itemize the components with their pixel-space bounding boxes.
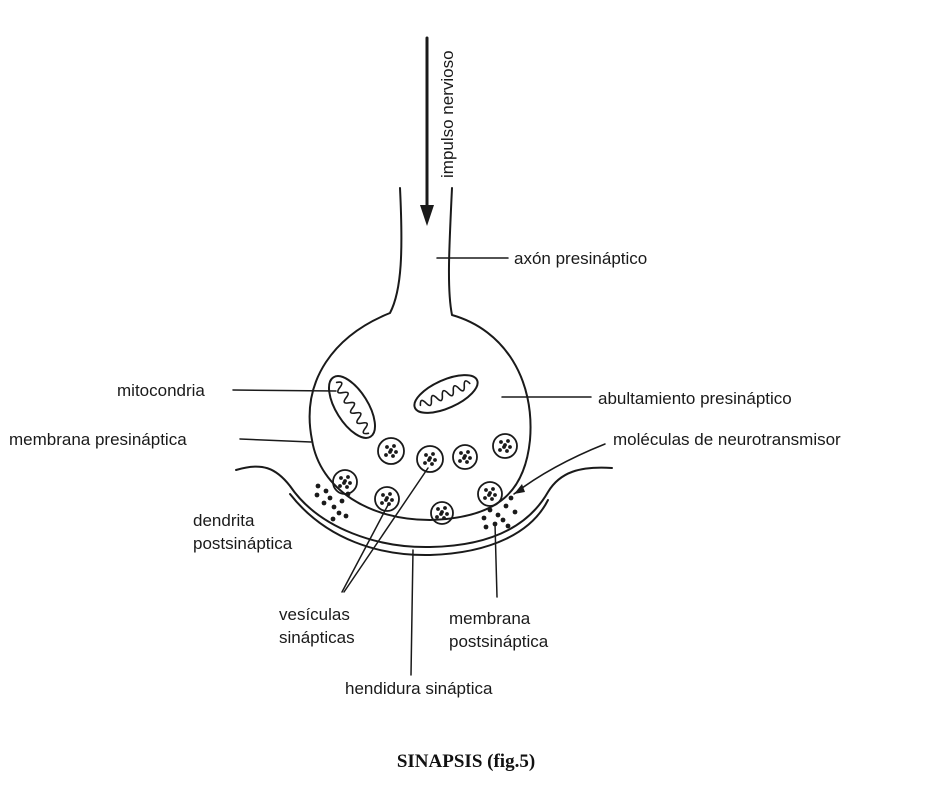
label-mitocondria: mitocondria — [117, 381, 205, 400]
neurotransmitter-molecule — [508, 495, 514, 501]
leader-vesiculas-a — [341, 504, 389, 593]
neurotransmitter-molecule — [330, 516, 336, 522]
label-impulso-nervioso: impulso nervioso — [438, 50, 457, 178]
neurotransmitter-molecule — [314, 492, 320, 498]
leader-vesiculas-b — [343, 467, 429, 593]
leader-membrana-pre — [239, 438, 312, 443]
neurotransmitter-molecule — [503, 503, 509, 509]
neurotransmitter-molecule — [339, 498, 345, 504]
label-dendrita: dendrita — [193, 511, 255, 530]
neurotransmitter-molecule — [500, 517, 506, 523]
leader-hendidura — [410, 549, 414, 676]
label-membrana-postsinaptica: postsináptica — [449, 632, 549, 651]
label-dendrita-postsinaptica: postsináptica — [193, 534, 293, 553]
synaptic-vesicle — [492, 433, 518, 459]
synaptic-vesicle — [452, 444, 478, 470]
synaptic-vesicle — [332, 469, 358, 495]
synaptic-vesicle — [374, 486, 400, 512]
leader-moleculas-arrowhead — [514, 484, 525, 494]
mitochondrion-left — [328, 375, 376, 439]
neurotransmitter-molecule — [315, 483, 321, 489]
figure-caption: SINAPSIS (fig.5) — [397, 751, 535, 772]
neurotransmitter-molecule — [487, 507, 493, 513]
neurotransmitter-molecule — [323, 488, 329, 494]
label-vesiculas: vesículas — [279, 605, 350, 624]
label-moleculas-neurotransmisor: moléculas de neurotransmisor — [613, 430, 841, 449]
neurotransmitter-molecule — [331, 504, 337, 510]
neurotransmitter-molecule — [512, 509, 518, 515]
neurotransmitter-molecule — [336, 510, 342, 516]
neurotransmitter-molecule — [483, 524, 489, 530]
label-abultamiento-presinaptico: abultamiento presináptico — [598, 389, 792, 408]
label-hendidura-sinaptica: hendidura sináptica — [345, 679, 493, 698]
synaptic-vesicle — [416, 445, 444, 473]
neurotransmitter-molecule — [481, 515, 487, 521]
neurotransmitter-molecule — [327, 495, 333, 501]
neurotransmitter-molecule — [495, 512, 501, 518]
leader-membrana-post — [494, 523, 498, 598]
label-vesiculas-sinapticas: sinápticas — [279, 628, 355, 647]
mitochondrion-right — [413, 374, 479, 414]
axon-terminal-outline — [308, 187, 532, 521]
label-axon-presinaptico: axón presináptico — [514, 249, 647, 268]
released-neurotransmitter-molecules — [314, 483, 518, 530]
synaptic-vesicle — [477, 481, 503, 507]
impulse-arrow — [420, 36, 434, 226]
neurotransmitter-molecule — [505, 523, 511, 529]
label-membrana: membrana — [449, 609, 531, 628]
neurotransmitter-molecule — [321, 500, 327, 506]
leader-lines — [232, 257, 606, 676]
neurotransmitter-molecule — [343, 513, 349, 519]
postsynaptic-membrane — [235, 465, 613, 557]
synaptic-vesicle — [430, 501, 454, 525]
leader-mitocondria — [232, 389, 337, 392]
neurotransmitter-molecule — [345, 491, 351, 497]
label-membrana-presinaptica: membrana presináptica — [9, 430, 187, 449]
synaptic-vesicle — [377, 437, 405, 465]
synaptic-vesicles — [332, 433, 518, 525]
